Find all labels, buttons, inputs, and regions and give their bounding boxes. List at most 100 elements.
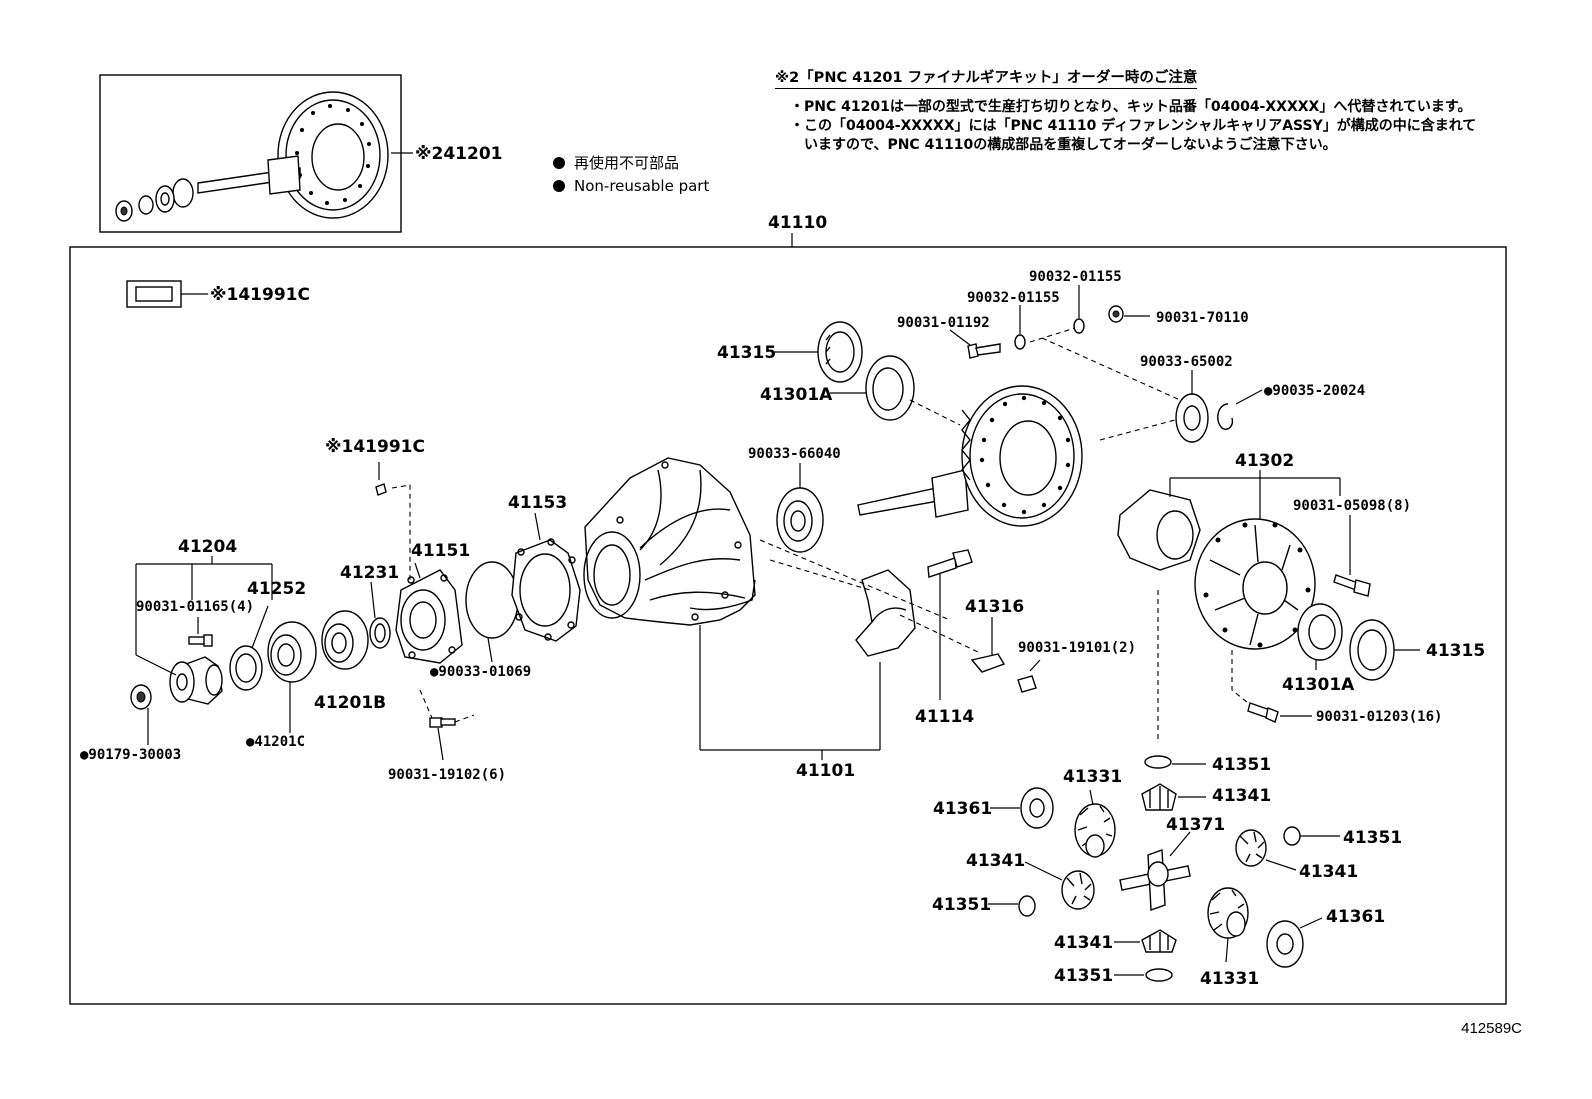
label-41371: 41371: [1166, 815, 1225, 835]
label-41341-b: 41341: [1299, 862, 1358, 882]
spacer-41231: [369, 581, 391, 649]
label-41315-top: 41315: [717, 343, 776, 363]
label-41252: 41252: [247, 579, 306, 599]
label-41201b: 41201B: [314, 693, 386, 713]
ring-gear-and-pinion: [857, 385, 1083, 527]
washer-90032-01155-b: [1073, 285, 1085, 334]
bearing-41301a-top: [830, 355, 915, 421]
label-90031-01192: 90031-01192: [897, 315, 990, 331]
label-41351-c: 41351: [932, 895, 991, 915]
assembly-frame: [69, 233, 1507, 1005]
label-90031-05098: 90031-05098(8): [1293, 498, 1411, 514]
label-41153: 41153: [508, 493, 567, 513]
oil-seal: [229, 645, 263, 691]
label-41201: ※241201: [415, 144, 503, 164]
thrust-washer-41361-a: [990, 787, 1054, 829]
pinion-gear-41341-b: [1235, 829, 1297, 871]
bearing-41201c: [267, 621, 317, 733]
adjusting-nut-41315-top: [772, 321, 863, 383]
legend-label-en: Non-reusable part: [574, 177, 710, 195]
snap-ring-90035-20024: [1217, 389, 1263, 430]
nameplate-seal-icon: [126, 280, 208, 308]
label-90033-65002: 90033-65002: [1140, 354, 1233, 370]
label-90031-01203: 90031-01203(16): [1316, 709, 1442, 725]
bearing-cap: [855, 569, 916, 657]
label-41114: 41114: [915, 707, 974, 727]
legend-row-en: Non-reusable part: [553, 175, 709, 198]
thrust-washer-41351-a: [1144, 755, 1206, 769]
stud-icon: [419, 689, 475, 761]
label-41301a-right: 41301A: [1282, 675, 1355, 695]
label-90031-01165: 90031-01165(4): [136, 599, 254, 615]
legend-label-jp: 再使用不可部品: [574, 154, 680, 172]
pinion-gear-41341-c: [1024, 861, 1095, 910]
bearing-retainer-41151: [395, 562, 463, 664]
label-41341-c: 41341: [966, 851, 1025, 871]
label-41351-b: 41351: [1343, 828, 1402, 848]
legend: 再使用不可部品 Non-reusable part: [553, 152, 709, 198]
bolt-icon: [188, 634, 213, 647]
label-41331-b: 41331: [1200, 969, 1259, 989]
side-gear-41331-a: [1074, 789, 1116, 858]
order-note-item: ・PNC 41201は一部の型式で生産打ち切りとなり、キット品番「04004-X…: [790, 99, 1472, 115]
label-90033-01069: ●90033-01069: [430, 664, 531, 680]
bolt-41114: [927, 549, 973, 700]
label-41991c-top: ※141991C: [210, 285, 310, 305]
carrier-housing-41101: [583, 457, 756, 626]
adjusting-lock-41316: [899, 614, 1041, 693]
label-90032-01155-a: 90032-01155: [967, 290, 1060, 306]
final-gear-kit-inset: [99, 74, 413, 233]
label-41201c: ●41201C: [246, 734, 305, 750]
label-41231: 41231: [340, 563, 399, 583]
figure-id: 412589C: [1461, 1020, 1522, 1037]
label-41331-a: 41331: [1063, 767, 1122, 787]
label-41110: 41110: [768, 213, 827, 233]
pinion-gear-41341-d: [1114, 929, 1177, 953]
label-41151: 41151: [411, 541, 470, 561]
bolt-90031-05098: [1333, 515, 1371, 597]
bolt-90031-01192: [949, 329, 1001, 359]
label-90032-01155-b: 90032-01155: [1029, 269, 1122, 285]
label-41341-d: 41341: [1054, 933, 1113, 953]
label-41991c-mid: ※141991C: [325, 437, 425, 457]
order-note-body: ・PNC 41201は一部の型式で生産打ち切りとなり、キット品番「04004-X…: [790, 98, 1480, 155]
label-90035-20024: ●90035-20024: [1264, 383, 1365, 399]
label-90033-66040: 90033-66040: [748, 446, 841, 462]
label-41101: 41101: [796, 761, 855, 781]
bearing-41201b: [321, 610, 369, 670]
thrust-washer-41351-d: [1114, 968, 1173, 982]
bracket-41302: [1169, 470, 1341, 520]
side-gear-41331-b: [1207, 887, 1249, 963]
label-41361-b: 41361: [1326, 907, 1385, 927]
label-41351-d: 41351: [1054, 966, 1113, 986]
label-41301a-top: 41301A: [760, 385, 833, 405]
seal-icon: [375, 462, 411, 580]
nut-icon: [130, 684, 152, 745]
o-ring-90033-01069: [465, 561, 519, 663]
bracket-41204: [135, 556, 273, 676]
label-41351-a: 41351: [1212, 755, 1271, 775]
pinion-shaft-41371: [1119, 831, 1191, 911]
thrust-washer-41351-c: [988, 895, 1036, 917]
label-41361-a: 41361: [933, 799, 992, 819]
bearing-41301a-right: [1297, 603, 1343, 670]
bearing-90033-66040: [776, 463, 824, 553]
bullet-icon: [553, 157, 565, 169]
washer-90032-01155-a: [1014, 305, 1026, 350]
label-41302: 41302: [1235, 451, 1294, 471]
label-90031-19101: 90031-19101(2): [1018, 640, 1136, 656]
bullet-icon: [553, 180, 565, 192]
label-41204: 41204: [178, 537, 237, 557]
bolt-90031-01203: [1231, 650, 1312, 723]
order-note-item: ・この「04004-XXXXX」には「PNC 41110 ディファレンシャルキャ…: [790, 118, 1477, 153]
thrust-washer-41361-b: [1266, 917, 1323, 968]
bracket-41101: [699, 625, 881, 760]
label-90179-30003: ●90179-30003: [80, 747, 181, 763]
label-90031-70110: 90031-70110: [1156, 310, 1249, 326]
nut-90031-70110: [1108, 305, 1150, 323]
thrust-washer-41351-b: [1283, 826, 1340, 846]
label-90031-19102: 90031-19102(6): [388, 767, 506, 783]
label-41341-a: 41341: [1212, 786, 1271, 806]
legend-row-jp: 再使用不可部品: [553, 152, 709, 175]
